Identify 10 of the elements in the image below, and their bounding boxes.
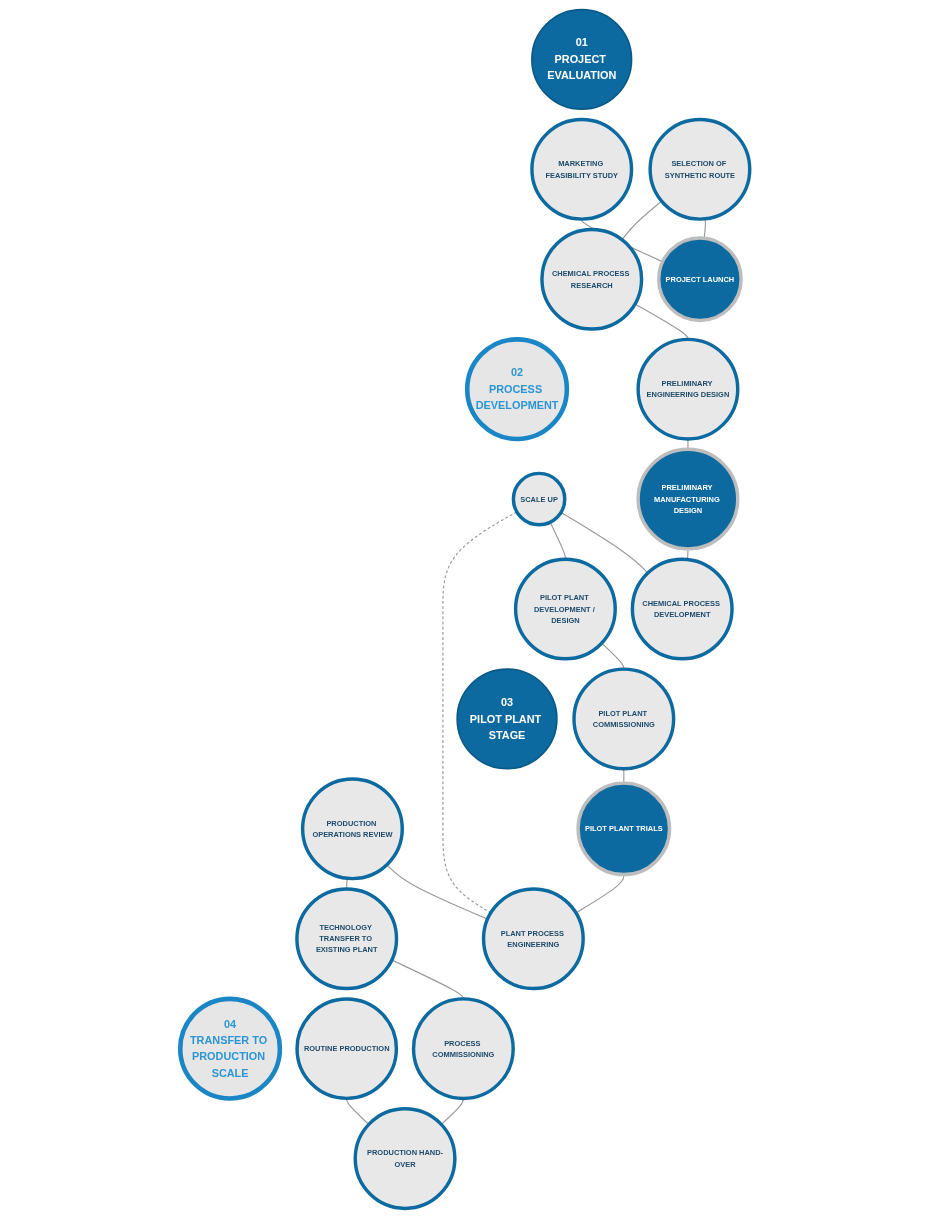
- connector: [549, 521, 566, 560]
- node-circle: 04 TRANSFER TO PRODUCTION SCALE: [177, 996, 283, 1101]
- connector: [621, 200, 663, 241]
- node-circle: 02 PROCESS DEVELOPMENT: [464, 337, 570, 442]
- node-circle: 01 PROJECT EVALUATION: [531, 8, 633, 111]
- connector: [687, 438, 689, 450]
- connector: [601, 642, 625, 670]
- connector: [634, 303, 689, 340]
- connector: [575, 874, 625, 914]
- node-circle: 03 PILOT PLANT STAGE: [456, 668, 558, 770]
